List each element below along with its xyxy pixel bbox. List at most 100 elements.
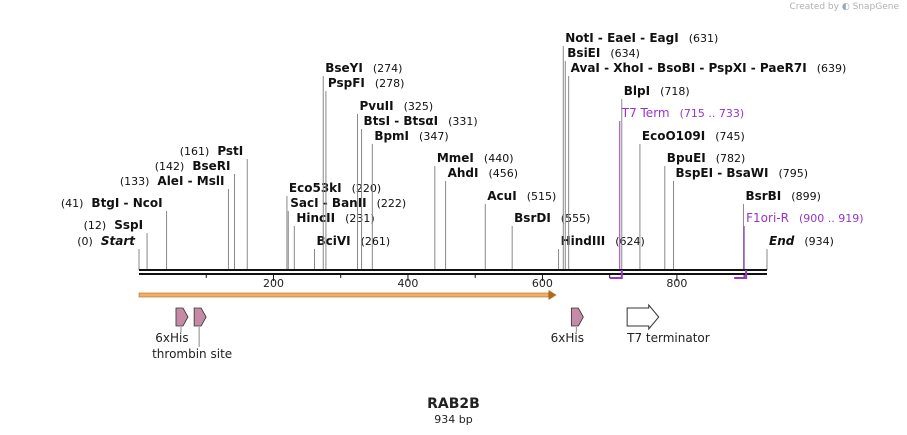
site-name-btgi-ncoi: BtgI - NcoI xyxy=(91,196,162,210)
site-name-pspfi: PspFI xyxy=(328,76,365,90)
feature-arrow-thrombin-site xyxy=(193,307,207,327)
site-name-bspei-bsawi: BspEI - BsaWI xyxy=(676,166,769,180)
site-name-bsrdi: BsrDI xyxy=(514,211,551,225)
site-position-alei-msli: (133) xyxy=(120,175,150,188)
site-position-bsrbi: (899) xyxy=(791,190,821,203)
site-acui: AcuI (515) xyxy=(484,189,557,270)
tick-label-400: 400 xyxy=(397,277,418,290)
site-mmei: MmeI (440) xyxy=(434,151,514,270)
tick-label-800: 800 xyxy=(666,277,687,290)
site-psti: PstI (161) xyxy=(180,144,248,270)
feature-6xhis-0: 6xHis xyxy=(155,307,189,345)
site-name-sspi: SspI xyxy=(114,218,143,232)
site-avai-xhoi-bsobi-pspxi-paer7i: AvaI - XhoI - BsoBI - PspXI - PaeR7I(639… xyxy=(568,61,846,270)
site-blpi: BlpI (718) xyxy=(621,84,690,270)
feature-bracket-t7-term xyxy=(609,270,623,279)
site-ecoo109i: EcoO109I (745) xyxy=(639,129,745,270)
orf-arrowhead xyxy=(548,290,557,300)
feature-arrow-6xhis xyxy=(570,307,584,327)
site-bseri: BseRI(142) xyxy=(155,159,235,270)
site-position-mmei: (440) xyxy=(484,152,514,165)
site-position-bcivi: (261) xyxy=(361,235,391,248)
credit-brand: SnapGene xyxy=(852,2,899,12)
feature-label-thrombin-site: thrombin site xyxy=(152,347,232,361)
site-f1ori-r: F1ori-R(900 .. 919) xyxy=(743,211,864,270)
site-end: End (934) xyxy=(766,234,834,270)
site-position-pvuii: (325) xyxy=(404,100,434,113)
site-bsrbi: BsrBI (899) xyxy=(742,189,821,270)
site-position-ecoo109i: (745) xyxy=(715,130,745,143)
site-name-acui: AcuI xyxy=(487,189,516,203)
site-position-sspi: (12) xyxy=(84,219,107,232)
site-bpuei: BpuEI (782) xyxy=(664,151,746,270)
site-btgi-ncoi: BtgI - NcoI (41) xyxy=(61,196,168,270)
site-position-blpi: (718) xyxy=(660,85,690,98)
site-position-end: (934) xyxy=(804,235,834,248)
restriction-sites-layer: Start (0) SspI (12) BtgI - NcoI (41) AleI - Ms… xyxy=(61,31,864,270)
feature-thrombin-site-1: thrombin site xyxy=(152,307,232,361)
site-name-bcivi: BciVI xyxy=(316,234,350,248)
site-position-hindiii: (624) xyxy=(615,235,645,248)
site-name-pvuii: PvuII xyxy=(360,99,394,113)
site-position-noti-eaei-eagi: (631) xyxy=(689,32,719,45)
site-position-bseyi: (274) xyxy=(373,62,403,75)
site-bpmi: BpmI (347) xyxy=(371,129,449,270)
site-name-btsi-bts-i: BtsI - BtsαI xyxy=(364,114,439,128)
site-name-alei-msli: AleI - MslI xyxy=(157,174,224,188)
site-name-noti-eaei-eagi: NotI - EaeI - EagI xyxy=(565,31,678,45)
orf-bar xyxy=(138,292,549,298)
site-name-ecoo109i: EcoO109I xyxy=(642,129,705,143)
map-title: RAB2B xyxy=(427,396,480,412)
site-position-btsi-bts-i: (331) xyxy=(448,115,478,128)
site-position-pspfi: (278) xyxy=(375,77,405,90)
site-position-saci-banii: (222) xyxy=(377,197,407,210)
map-length: 934 bp xyxy=(434,413,473,426)
site-name-ahdi: AhdI xyxy=(448,166,479,180)
site-position-start: (0) xyxy=(77,235,93,248)
site-bspei-bsawi: BspEI - BsaWI (795) xyxy=(673,166,809,270)
site-position-bspei-bsawi: (795) xyxy=(779,167,809,180)
site-position-hincii: (231) xyxy=(345,212,375,225)
site-position-btgi-ncoi: (41) xyxy=(61,197,84,210)
site-alei-msli: AleI - MslI (133) xyxy=(120,174,229,270)
site-position-acui: (515) xyxy=(527,190,557,203)
site-name-bseri: BseRI xyxy=(192,159,230,173)
site-name-bsrbi: BsrBI xyxy=(745,189,781,203)
feature-label-t7-terminator: T7 terminator xyxy=(626,331,710,345)
site-name-t7-term: T7 Term xyxy=(621,106,670,120)
site-bcivi: BciVI (261) xyxy=(313,234,391,270)
site-name-avai-xhoi-bsobi-pspxi-paer7i: AvaI - XhoI - BsoBI - PspXI - PaeR7I xyxy=(571,61,807,75)
site-name-end: End xyxy=(769,234,795,248)
site-position-bpuei: (782) xyxy=(716,152,746,165)
site-name-psti: PstI xyxy=(217,144,243,158)
site-position-bsiei: (634) xyxy=(610,47,640,60)
site-name-blpi: BlpI xyxy=(624,84,650,98)
site-hincii: HincII (231) xyxy=(293,211,375,270)
site-position-bpmi: (347) xyxy=(419,130,449,143)
site-bseyi: BseYI(274) xyxy=(322,61,403,270)
credit-text: Created by xyxy=(789,2,839,12)
site-name-hincii: HincII xyxy=(296,211,335,225)
site-pspfi: PspFI (278) xyxy=(325,76,405,270)
site-name-mmei: MmeI xyxy=(437,151,474,165)
site-name-bpuei: BpuEI xyxy=(667,151,706,165)
feature-6xhis-2: 6xHis xyxy=(551,307,584,345)
site-sspi: SspI (12) xyxy=(84,218,148,270)
site-name-start: Start xyxy=(101,234,136,248)
terminator-arrow xyxy=(626,303,660,331)
feature-t7-terminator-3: T7 terminator xyxy=(626,303,710,345)
site-name-bsiei: BsiEI xyxy=(567,46,600,60)
site-position-psti: (161) xyxy=(180,145,210,158)
snapgene-logo-icon: ◐ xyxy=(841,2,850,12)
site-name-bpmi: BpmI xyxy=(374,129,409,143)
feature-label-6xhis: 6xHis xyxy=(155,331,188,345)
features-layer: 6xHis thrombin site 6xHis T7 terminator xyxy=(138,290,710,361)
feature-arrow-6xhis xyxy=(175,307,189,327)
site-t7-term: T7 Term(715 .. 733) xyxy=(619,106,744,270)
feature-label-6xhis: 6xHis xyxy=(551,331,584,345)
site-name-f1ori-r: F1ori-R xyxy=(746,211,789,225)
site-pvuii: PvuII (325) xyxy=(357,99,434,270)
site-name-eco53ki: Eco53kI xyxy=(289,181,342,195)
